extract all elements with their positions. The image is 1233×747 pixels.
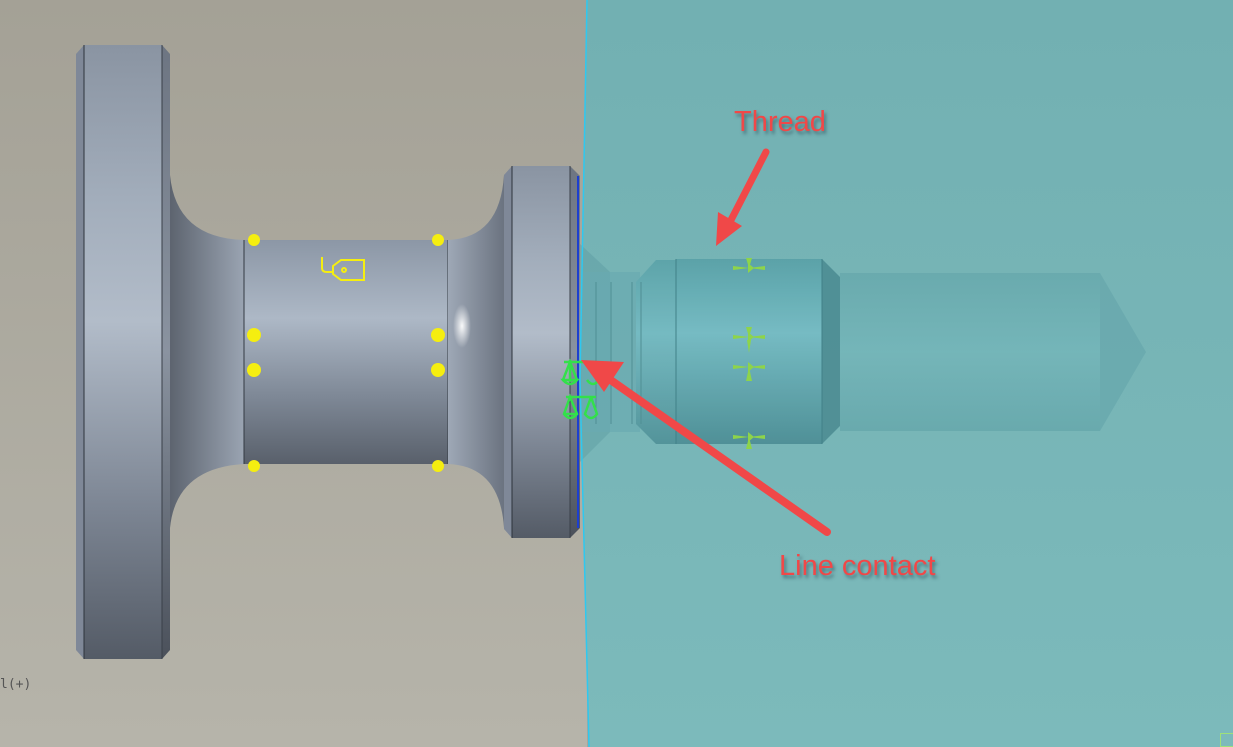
grip-point [431,363,445,377]
thread-cosmetic-arrow-icon [733,258,765,273]
grip-point [247,328,261,342]
neck-body[interactable] [243,240,449,464]
balance-scale-icon[interactable] [562,393,599,420]
thread-cosmetic-arrow-icon [733,327,765,353]
tag-icon[interactable] [321,257,365,281]
section-plane-edge[interactable] [579,0,590,747]
thread-arrow [716,148,770,246]
fillet-left [170,175,244,528]
line-contact-label: Line contact [779,550,936,582]
thread-label: Thread [734,106,826,138]
thread-markers[interactable] [733,258,765,449]
grip-point [248,460,260,472]
grip-point [432,460,444,472]
tip-chamfer [1100,273,1146,431]
shoulder-disc[interactable] [504,166,580,538]
fillet-right [448,175,504,528]
coordinate-indicator: l(+) [0,677,32,692]
line-contact-arrow [581,360,831,536]
grip-point [247,363,261,377]
shank[interactable] [840,273,1100,431]
flange[interactable] [76,45,170,659]
grip-point [248,234,260,246]
thread-cosmetic-arrow-icon [733,432,765,449]
view-cube-corner-icon[interactable] [1220,733,1233,747]
specular-highlight [453,304,471,348]
thread-cosmetic-arrow-icon [733,362,765,381]
threaded-stud[interactable] [580,244,1146,462]
grip-points[interactable] [247,234,445,472]
grip-point [432,234,444,246]
grip-point [431,328,445,342]
